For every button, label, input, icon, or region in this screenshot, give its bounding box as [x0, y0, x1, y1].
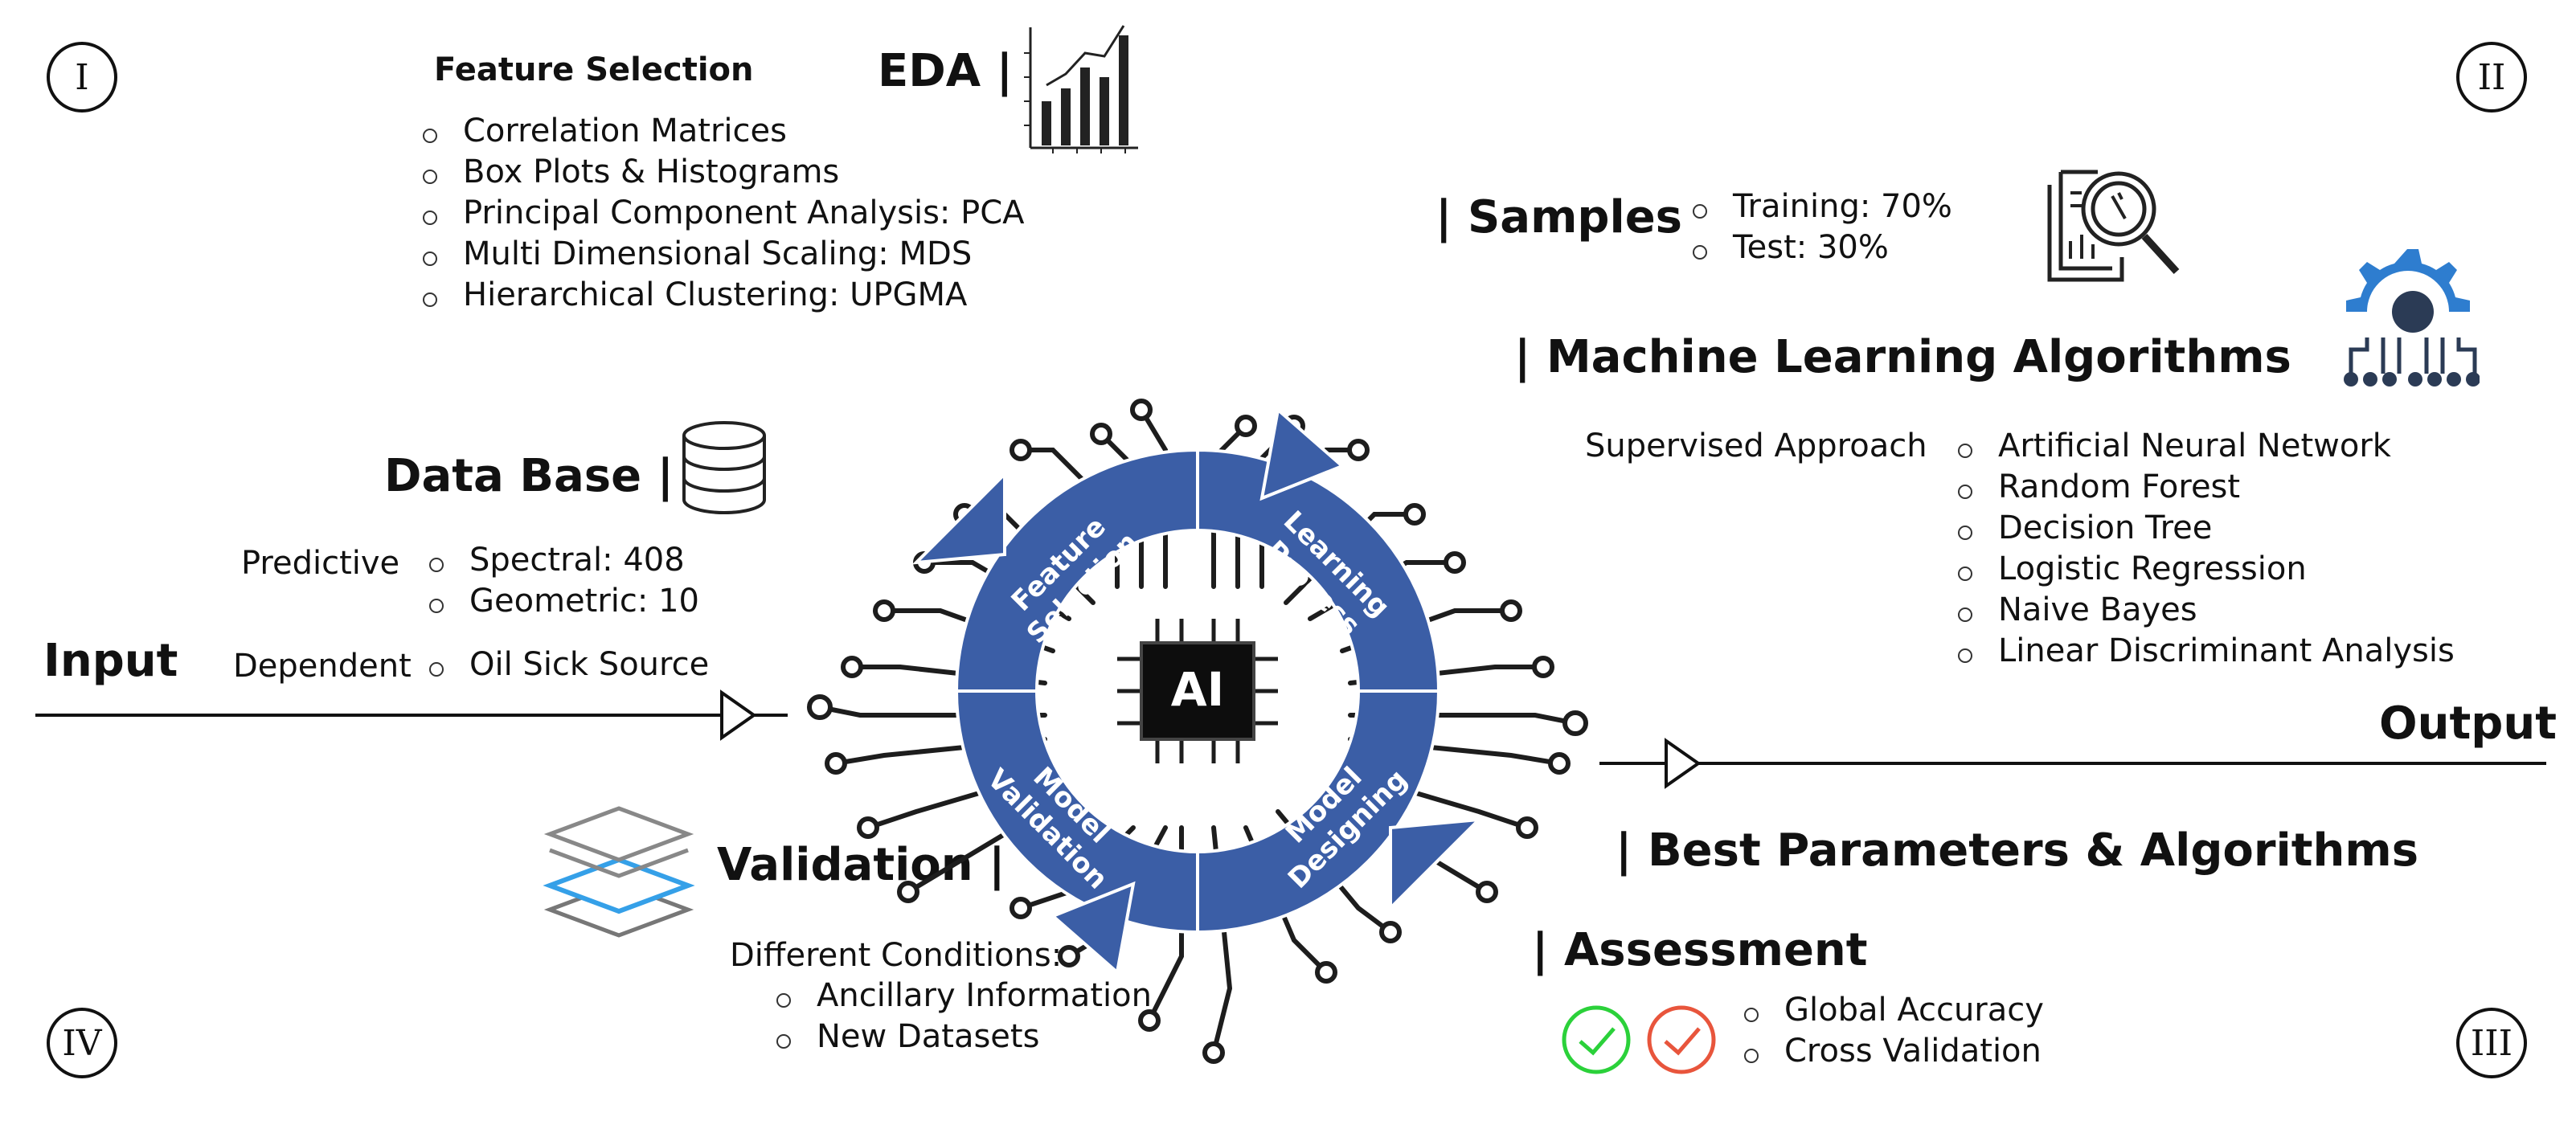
- samples-list: Training: 70% Test: 30%: [1688, 186, 1952, 268]
- red-check-icon: [1647, 1005, 1716, 1074]
- document-search-icon: [2047, 170, 2180, 282]
- cycle-segment-model-designing: [1196, 689, 1441, 935]
- dependent-label: Dependent: [233, 648, 412, 685]
- ml-title: | Machine Learning Algorithms: [1514, 331, 2291, 383]
- samples-item: Test: 30%: [1688, 227, 1952, 268]
- best-parameters-title: | Best Parameters & Algorithms: [1616, 824, 2419, 877]
- validation-item: Ancillary Information: [772, 976, 1152, 1017]
- assessment-item: Cross Validation: [1739, 1031, 2044, 1072]
- quadrant-marker-3: III: [2456, 1008, 2527, 1078]
- predictive-item: Geometric: 10: [424, 581, 699, 622]
- ai-chip: AI: [1117, 619, 1278, 763]
- eda-item: Hierarchical Clustering: UPGMA: [418, 275, 1025, 316]
- cycle-ring: [911, 407, 1484, 976]
- feature-selection-subtitle: Feature Selection: [434, 51, 754, 88]
- validation-item: New Datasets: [772, 1017, 1152, 1057]
- eda-item: Principal Component Analysis: PCA: [418, 193, 1025, 234]
- cycle-arrowhead: [1389, 817, 1484, 912]
- eda-item: Box Plots & Histograms: [418, 152, 1025, 193]
- assessment-list: Global Accuracy Cross Validation: [1739, 990, 2044, 1072]
- input-arrowhead: [720, 689, 757, 741]
- ml-algorithms-list: Artificial Neural Network Random Forest …: [1953, 426, 2455, 672]
- assessment-title: | Assessment: [1532, 924, 1868, 976]
- quadrant-marker-1: I: [47, 42, 117, 112]
- assessment-checks: [1562, 1005, 1716, 1074]
- quadrant-marker-2: II: [2456, 42, 2527, 112]
- eda-item: Multi Dimensional Scaling: MDS: [418, 234, 1025, 275]
- cycle-arrowhead: [1259, 407, 1345, 501]
- input-label: Input: [43, 635, 178, 687]
- samples-item: Training: 70%: [1688, 186, 1952, 227]
- green-check-icon: [1562, 1005, 1631, 1074]
- samples-title: | Samples: [1435, 191, 1683, 243]
- quadrant-marker-4: IV: [47, 1008, 117, 1078]
- dependent-item: Oil Sick Source: [424, 644, 709, 685]
- layers-icon: [543, 806, 695, 938]
- supervised-approach-label: Supervised Approach: [1585, 427, 1927, 464]
- ai-cycle-diagram: AI FeatureSelection LearningProcess Mode…: [807, 399, 1588, 1064]
- ai-chip-label: AI: [1171, 662, 1224, 717]
- assessment-item: Global Accuracy: [1739, 990, 2044, 1031]
- predictive-label: Predictive: [241, 545, 400, 582]
- dependent-list: Oil Sick Source: [424, 644, 709, 685]
- ml-item: Naive Bayes: [1953, 590, 2455, 631]
- validation-list: Ancillary Information New Datasets: [772, 976, 1152, 1057]
- cycle-segment-feature-selection: [954, 448, 1199, 693]
- output-arrowhead: [1665, 738, 1702, 789]
- eda-title: EDA |: [878, 45, 1014, 97]
- ml-item: Linear Discriminant Analysis: [1953, 631, 2455, 672]
- database-icon: [682, 421, 766, 514]
- database-title: Data Base |: [384, 450, 674, 502]
- ml-item: Artificial Neural Network: [1953, 426, 2455, 467]
- ml-item: Random Forest: [1953, 467, 2455, 508]
- different-conditions-label: Different Conditions:: [730, 937, 1063, 974]
- cycle-arrowhead: [1050, 881, 1136, 976]
- output-label: Output: [2379, 697, 2557, 750]
- eda-list: Correlation Matrices Box Plots & Histogr…: [418, 111, 1025, 316]
- eda-item: Correlation Matrices: [418, 111, 1025, 152]
- predictive-item: Spectral: 408: [424, 540, 699, 581]
- ml-item: Decision Tree: [1953, 508, 2455, 549]
- gear-network-icon: [2344, 249, 2480, 387]
- predictive-list: Spectral: 408 Geometric: 10: [424, 540, 699, 622]
- cycle-arrowhead: [911, 470, 1006, 565]
- bar-chart-icon: [1024, 25, 1138, 153]
- ml-item: Logistic Regression: [1953, 549, 2455, 590]
